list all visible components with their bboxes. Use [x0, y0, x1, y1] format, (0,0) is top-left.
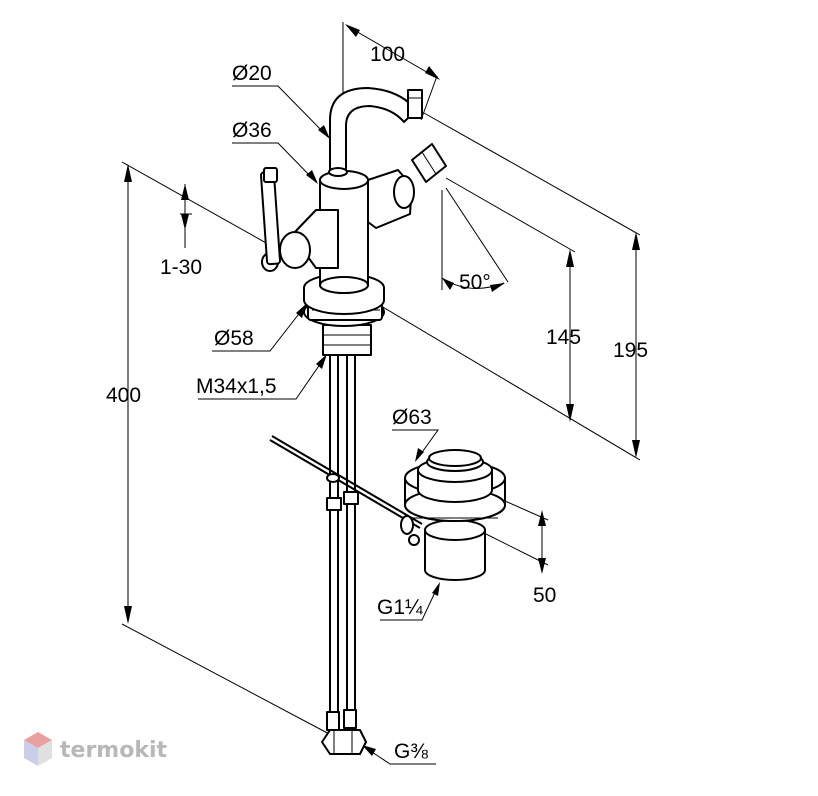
waste-fitting: [400, 449, 506, 581]
mixer-body: [260, 87, 447, 356]
supply-thread-label: G⅜: [394, 740, 428, 763]
lever-travel-label: 1-30: [160, 256, 202, 279]
spout-reach-label: 100: [370, 43, 405, 66]
supply-hoses: [269, 349, 423, 755]
body-diameter-label: Ø36: [232, 119, 272, 142]
overall-height-label: 400: [106, 384, 141, 407]
dimension-lines: [121, 22, 641, 765]
watermark-text: termokit: [60, 738, 167, 763]
base-diameter-label: Ø58: [214, 327, 254, 350]
waste-height-label: 50: [533, 584, 556, 607]
top-height-label: 195: [613, 339, 648, 362]
waste-thread-label: G1¼: [377, 596, 423, 619]
watermark-logo-left: [24, 740, 38, 766]
watermark: termokit: [24, 732, 167, 766]
waste-diameter-label: Ø63: [392, 406, 432, 429]
mounting-thread-label: M34x1,5: [196, 375, 277, 398]
watermark-logo-right: [38, 740, 52, 766]
swivel-angle-label: 50°: [459, 271, 491, 294]
spout-height-label: 145: [546, 326, 581, 349]
spout-diameter-label: Ø20: [232, 62, 272, 85]
